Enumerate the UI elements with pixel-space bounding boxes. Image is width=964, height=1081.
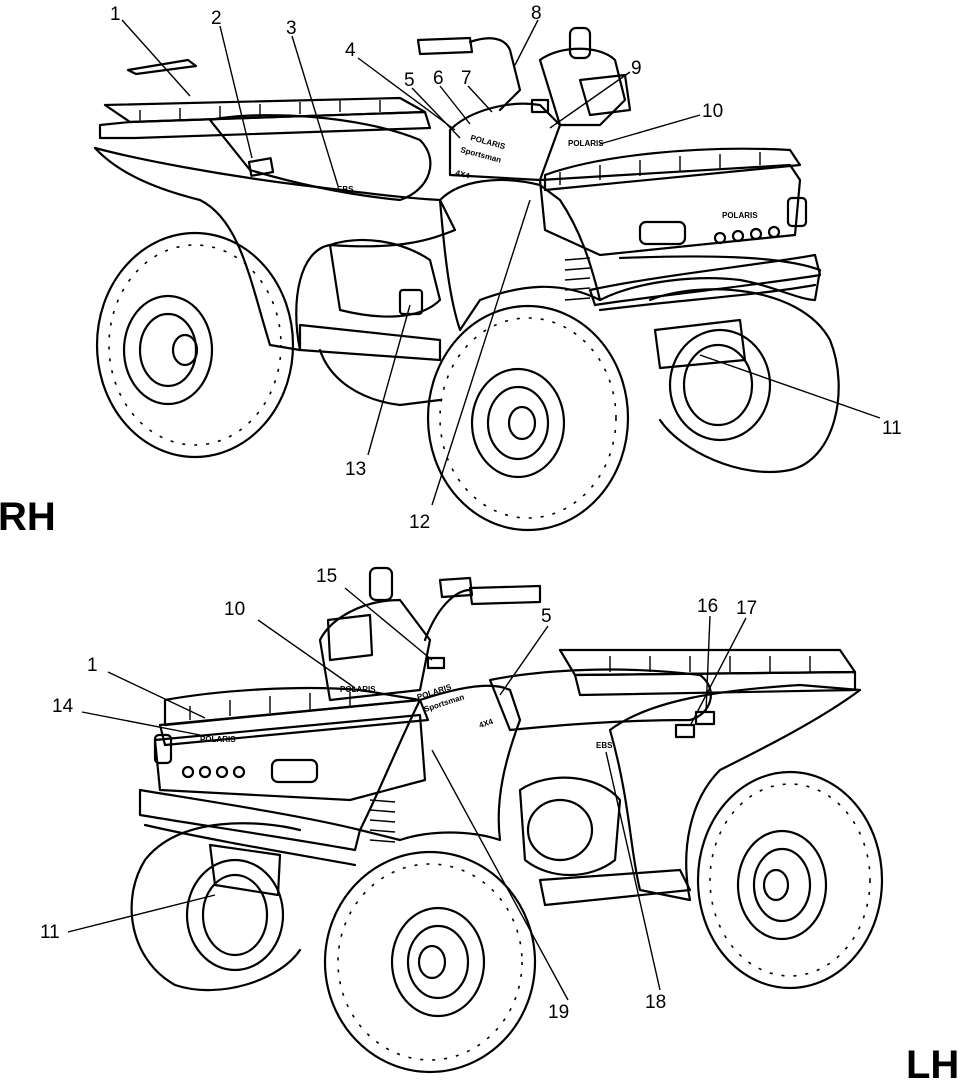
rh-ebs-decal: EBS (337, 185, 354, 194)
lh-decal-16-shape (694, 710, 716, 726)
rh-body (93, 26, 822, 407)
lh-callouts: 15 10 5 1 14 11 16 17 18 19 (40, 566, 757, 1023)
rh-callout-10: 10 (702, 101, 723, 122)
rh-far-front-wheel (648, 288, 840, 474)
rh-decal-2-shape (247, 157, 275, 177)
lh-rear-wheel (696, 770, 884, 990)
rh-callout-4: 4 (345, 40, 356, 61)
rh-leader-lines (121, 19, 881, 506)
lh-decals: POLARIS Sportsman 4X4 EBS POLARIS POLARI… (200, 656, 716, 750)
lh-front-brand-decal: POLARIS (200, 735, 236, 744)
rh-callout-6: 6 (433, 68, 444, 89)
lh-callout-19: 19 (548, 1002, 569, 1023)
rh-callout-9: 9 (631, 58, 642, 79)
lh-tank-brand-decal: POLARIS (340, 685, 376, 694)
lh-callout-18: 18 (645, 992, 666, 1013)
lh-callout-15: 15 (316, 566, 337, 587)
lh-atv-view: POLARIS Sportsman 4X4 EBS POLARIS POLARI… (40, 566, 959, 1081)
lh-ebs-decal: EBS (596, 741, 613, 750)
lh-front-wheel (323, 850, 537, 1074)
lh-callout-10: 10 (224, 599, 245, 620)
rh-callout-5: 5 (404, 70, 415, 91)
lh-callout-5: 5 (541, 606, 552, 627)
rh-callouts: 1 2 3 4 5 6 7 8 9 10 11 12 13 (110, 3, 902, 533)
lh-body (138, 566, 862, 907)
lh-callout-1: 1 (87, 655, 98, 676)
lh-callout-16: 16 (697, 596, 718, 617)
lh-decal-15-shape (426, 656, 446, 670)
rh-callout-3: 3 (286, 18, 297, 39)
rh-4x4-decal: 4X4 (454, 168, 471, 181)
lh-leader-lines (67, 587, 747, 1001)
rh-front-wheel (426, 304, 630, 532)
lh-decal-17-shape (674, 723, 696, 739)
rh-decal-1-shape (126, 58, 198, 76)
rh-callout-2: 2 (211, 8, 222, 29)
lh-callout-17: 17 (736, 598, 757, 619)
rh-decal-8-shape (530, 98, 550, 114)
rh-callout-13: 13 (345, 459, 366, 480)
rh-side-label: RH (0, 495, 56, 539)
rh-front-brand-decal: POLARIS (722, 211, 758, 220)
rh-rear-wheel (95, 231, 295, 459)
rh-atv-view: EBS POLARIS Sportsman 4X4 POLARIS POLARI… (0, 3, 902, 539)
rh-callout-7: 7 (461, 68, 472, 89)
rh-tank-brand-decal: POLARIS (568, 139, 604, 148)
lh-callout-11: 11 (40, 922, 60, 943)
lh-4x4-decal: 4X4 (478, 717, 495, 730)
rh-callout-1: 1 (110, 4, 121, 25)
rh-callout-8: 8 (531, 3, 542, 24)
rh-callout-11: 11 (882, 418, 902, 439)
lh-side-label: LH (906, 1043, 959, 1081)
rh-callout-12: 12 (409, 512, 430, 533)
lh-far-front-wheel (130, 822, 302, 992)
lh-callout-14: 14 (52, 696, 74, 717)
